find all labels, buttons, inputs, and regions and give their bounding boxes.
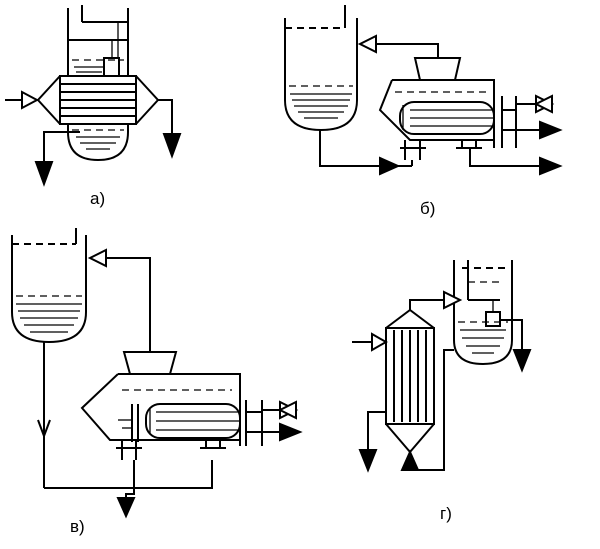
condensate-arrow-v xyxy=(262,422,303,442)
tube-column-g xyxy=(385,308,435,454)
heater-shell-a xyxy=(36,75,160,125)
condensate-arrow-b xyxy=(516,120,563,140)
scheme-g xyxy=(352,260,532,473)
label-a: а) xyxy=(90,189,106,208)
inlet-valve-a xyxy=(5,90,40,110)
steam-inlet-g xyxy=(352,332,389,352)
scheme-a xyxy=(5,5,182,187)
steam-valve-v xyxy=(277,400,299,420)
evaporator-b xyxy=(378,57,536,148)
separator-a xyxy=(67,5,129,76)
feed-line-b xyxy=(319,130,413,176)
bottom-vessel-a xyxy=(67,124,129,162)
circulation-line-g xyxy=(400,349,454,471)
level-regulator-a xyxy=(103,22,120,77)
product-outlet-v xyxy=(116,460,136,519)
vapor-return-v xyxy=(87,248,151,352)
scheme-v xyxy=(11,228,303,519)
scheme-b xyxy=(284,5,563,176)
label-v: в) xyxy=(70,517,85,536)
feed-tank-v xyxy=(11,228,87,344)
feed-line-v xyxy=(37,342,213,489)
vapor-return-b xyxy=(357,34,439,58)
condensate-outlet-g xyxy=(358,411,386,473)
inner-tube-v xyxy=(118,404,139,442)
vapor-line-g xyxy=(409,290,463,310)
separator-g xyxy=(453,260,513,366)
label-b: б) xyxy=(420,199,436,218)
product-outlet-b xyxy=(469,148,563,176)
outlet-arrow-left-a xyxy=(34,131,80,187)
supports-v xyxy=(116,440,226,460)
steam-valve-b xyxy=(533,94,555,114)
feed-tank-b xyxy=(284,5,358,132)
overflow-outlet-g xyxy=(500,319,532,373)
evaporator-v xyxy=(80,351,280,446)
outlet-arrow-right-a xyxy=(158,99,182,159)
label-g: г) xyxy=(440,504,452,523)
